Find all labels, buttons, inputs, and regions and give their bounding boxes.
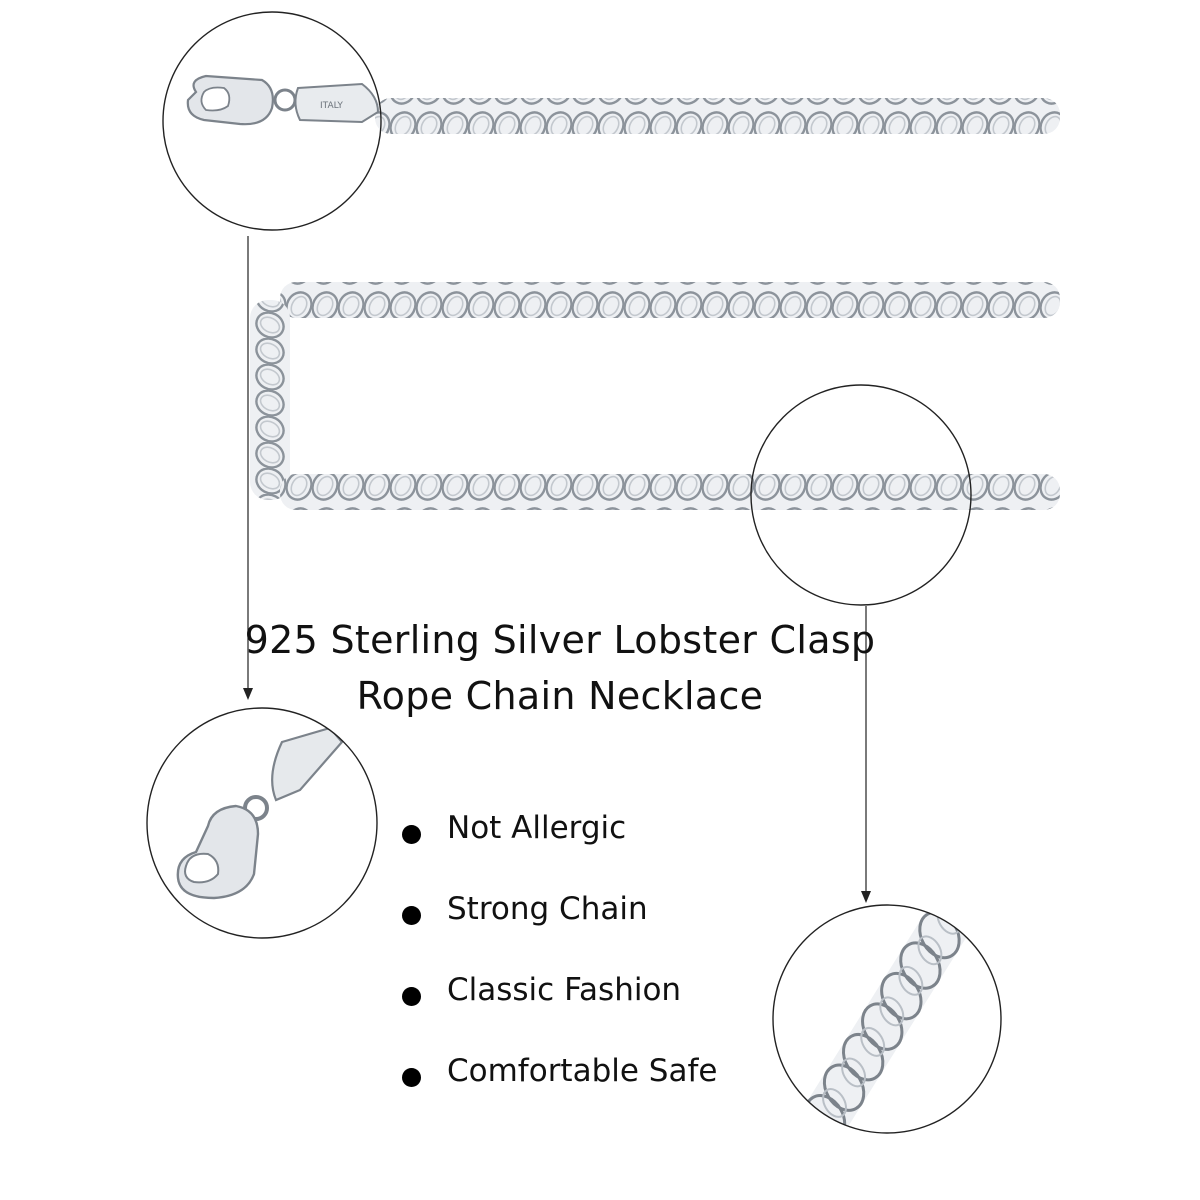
feature-item: Comfortable Safe [398,1053,717,1134]
zoom-circle-chain [750,384,972,606]
feature-label: Not Allergic [447,810,627,846]
feature-label: Strong Chain [447,891,648,927]
zoom-circle-clasp-detail [146,707,378,939]
zoom-circle-rope-detail [772,904,1002,1134]
feature-item: Classic Fashion [398,972,717,1053]
bullet-dot-icon [402,825,421,844]
feature-item: Not Allergic [398,810,717,891]
rope-closeup [797,905,981,1133]
clasp-stamp-text: ITALY [320,101,343,111]
bullet-dot-icon [402,906,421,925]
arrow-head-left-icon [243,688,253,700]
clasp-closeup [176,715,359,900]
arrow-head-right-icon [861,891,871,903]
bullet-dot-icon [402,987,421,1006]
product-title: 925 Sterling Silver Lobster Clasp Rope C… [200,612,920,724]
product-title-line-2: Rope Chain Necklace [356,674,764,718]
rope-chain-loop [250,282,1060,510]
feature-list: Not Allergic Strong Chain Classic Fashio… [398,810,717,1134]
bullet-dot-icon [402,1068,421,1087]
lobster-clasp-top: ITALY [186,74,380,126]
product-title-line-1: 925 Sterling Silver Lobster Clasp [244,618,876,662]
feature-label: Classic Fashion [447,972,682,1008]
rope-chain-top [375,98,1060,134]
feature-label: Comfortable Safe [447,1053,718,1089]
zoom-circle-clasp [162,11,382,231]
feature-item: Strong Chain [398,891,717,972]
